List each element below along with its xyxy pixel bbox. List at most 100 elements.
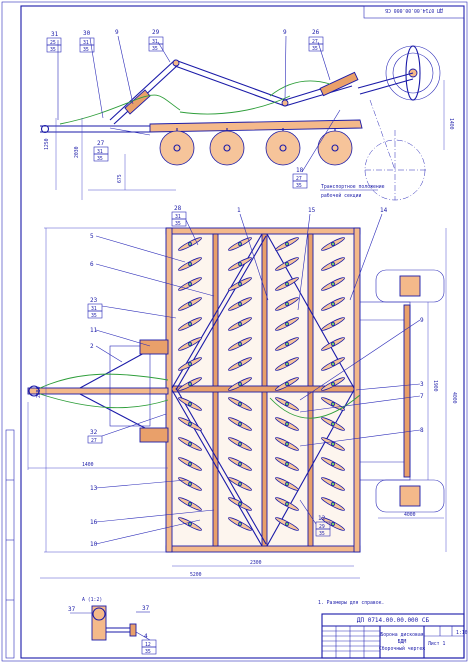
plan-disk-hub bbox=[331, 382, 335, 386]
dim-overall-length: 5200 bbox=[190, 572, 202, 578]
title-sheet: Лист 1 bbox=[428, 641, 445, 647]
svg-text:27: 27 bbox=[91, 438, 97, 444]
plan-callouts: 28 31 35 1 15 14 5 6 23 31 35 11 2 32 27… bbox=[87, 205, 424, 548]
title-name-1: Борона дисковая bbox=[380, 632, 423, 638]
plan-disk-hub bbox=[331, 462, 335, 466]
svg-text:31: 31 bbox=[97, 149, 103, 155]
svg-text:31: 31 bbox=[152, 39, 158, 45]
side-view: 1250 2030 675 1400 Транспортное положени… bbox=[40, 45, 454, 201]
callout-14: 14 bbox=[380, 207, 388, 214]
plan-disk-hub bbox=[331, 282, 335, 286]
plan-dimensions: 2880 1400 5200 2300 4000 1900 4000 bbox=[27, 227, 457, 579]
dim-side-h3: 675 bbox=[117, 174, 123, 183]
callout-6: 6 bbox=[90, 261, 94, 268]
plan-disk-hub bbox=[188, 362, 192, 366]
plan-disk-hub bbox=[238, 402, 242, 406]
drawing-frame bbox=[20, 5, 465, 659]
callout-9: 9 bbox=[115, 29, 119, 36]
svg-text:35: 35 bbox=[296, 183, 302, 189]
binding-strip bbox=[5, 429, 15, 659]
svg-text:35: 35 bbox=[152, 46, 158, 52]
dim-side-right: 1400 bbox=[448, 118, 454, 130]
plan-disk-hub bbox=[331, 442, 335, 446]
dim-right-2: 1900 bbox=[432, 380, 438, 392]
plan-disk-hub bbox=[331, 242, 335, 246]
title-name-3: Сборочный чертеж bbox=[379, 645, 425, 652]
plan-disk-hub bbox=[188, 482, 192, 486]
callout-29: 29 bbox=[152, 29, 160, 36]
title-block: 1. Размеры для справок. ДП 0714.00.00.00… bbox=[318, 600, 468, 659]
svg-text:35: 35 bbox=[83, 47, 89, 53]
plan-disk-hub bbox=[285, 342, 289, 346]
plan-disk-hub bbox=[238, 322, 242, 326]
plan-disk-hub bbox=[331, 482, 335, 486]
plan-disk-hub bbox=[285, 402, 289, 406]
plan-disk-hub bbox=[188, 502, 192, 506]
dim-right-1: 4000 bbox=[451, 392, 457, 404]
callout-31: 31 bbox=[51, 31, 59, 38]
drawbar-plan bbox=[27, 387, 169, 395]
plan-disk-hub bbox=[285, 262, 289, 266]
svg-text:25: 25 bbox=[50, 40, 56, 46]
hydraulic-hose-plan bbox=[39, 373, 169, 389]
plan-disk-hub bbox=[188, 422, 192, 426]
plan-view bbox=[27, 227, 445, 553]
plan-disk-hub bbox=[238, 422, 242, 426]
dim-wheel: 4000 bbox=[404, 512, 416, 518]
plan-disk-hub bbox=[188, 262, 192, 266]
plan-disk-hub bbox=[238, 362, 242, 366]
svg-text:31: 31 bbox=[83, 40, 89, 46]
svg-text:31: 31 bbox=[175, 214, 181, 220]
plan-disk-hub bbox=[285, 282, 289, 286]
central-beam bbox=[171, 385, 355, 393]
callout-4: 4 bbox=[144, 633, 148, 640]
plan-disk-hub bbox=[331, 362, 335, 366]
plan-disk-hub bbox=[188, 302, 192, 306]
plan-disk-hub bbox=[285, 322, 289, 326]
plan-disk-hub bbox=[331, 422, 335, 426]
callout-10: 10 bbox=[90, 541, 98, 548]
rear-wheel-top bbox=[375, 269, 445, 303]
callout-32: 32 bbox=[90, 429, 98, 436]
plan-disk-hub bbox=[331, 302, 335, 306]
plan-disk-hub bbox=[331, 402, 335, 406]
callout-16: 16 bbox=[90, 519, 98, 526]
callout-9c: 9 bbox=[420, 317, 424, 324]
callout-2: 2 bbox=[90, 343, 94, 350]
plan-disk-hub bbox=[188, 322, 192, 326]
plan-disk-hub bbox=[331, 262, 335, 266]
plan-disk-hub bbox=[238, 302, 242, 306]
svg-text:31: 31 bbox=[91, 306, 97, 312]
callout-11: 11 bbox=[90, 327, 98, 334]
rear-wheel-bottom bbox=[375, 479, 445, 513]
callout-18: 18 bbox=[296, 167, 304, 174]
svg-text:35: 35 bbox=[91, 313, 97, 319]
callout-7: 7 bbox=[420, 393, 424, 400]
plan-disk-hub bbox=[238, 482, 242, 486]
title-name-2: БДМ bbox=[398, 639, 407, 645]
plan-disk-hub bbox=[285, 422, 289, 426]
top-code-box bbox=[363, 5, 465, 19]
svg-text:35: 35 bbox=[145, 649, 151, 655]
svg-text:27: 27 bbox=[296, 176, 302, 182]
callout-3: 3 bbox=[420, 381, 424, 388]
plan-disk-hub bbox=[238, 502, 242, 506]
plan-disk-hub bbox=[238, 462, 242, 466]
plan-disk-hub bbox=[188, 522, 192, 526]
plan-disk-hub bbox=[238, 442, 242, 446]
callout-28: 28 bbox=[174, 205, 182, 212]
callout-1: 1 bbox=[237, 207, 241, 214]
drawing-note: 1. Размеры для справок. bbox=[318, 600, 384, 606]
plan-disk-hub bbox=[238, 382, 242, 386]
plan-disk-hub bbox=[285, 522, 289, 526]
svg-text:35: 35 bbox=[50, 47, 56, 53]
callout-30: 30 bbox=[83, 30, 91, 37]
callout-15: 15 bbox=[308, 207, 316, 214]
side-annotation: Транспортное положение bbox=[321, 184, 385, 190]
detail-view-label: А (1:2) bbox=[82, 597, 102, 603]
dim-total-height: 2880 bbox=[36, 386, 42, 398]
plan-disk-hub bbox=[188, 242, 192, 246]
disk-gang-side bbox=[159, 130, 353, 166]
plan-disk-hub bbox=[331, 522, 335, 526]
